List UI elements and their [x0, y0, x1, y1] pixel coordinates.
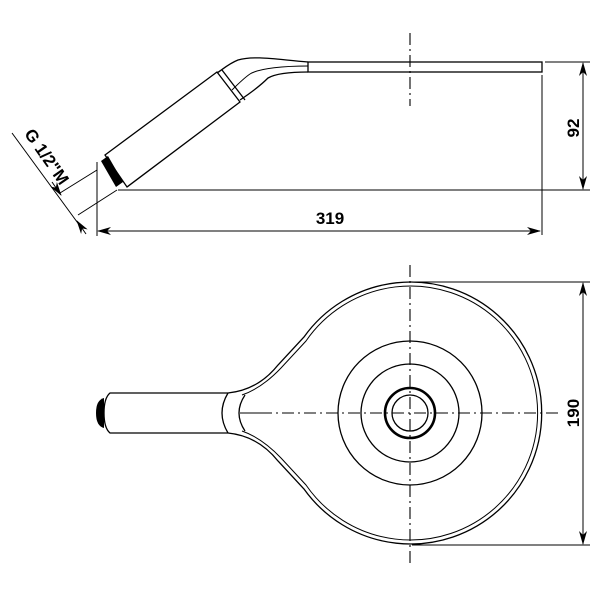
dimension-height: 92 [118, 61, 590, 191]
center-ring [383, 386, 437, 440]
neck-inner-curve [231, 65, 309, 91]
bottom-view [96, 265, 562, 565]
side-view [101, 33, 543, 188]
shower-head-plate-side [307, 61, 543, 73]
handle-side [104, 71, 241, 188]
thread-label: G 1/2"M [20, 125, 72, 188]
dimension-diameter: 190 [412, 281, 590, 546]
shower-inner-outline [241, 285, 539, 541]
height-label: 92 [564, 119, 583, 138]
dimension-thread: G 1/2"M [11, 125, 118, 235]
neck-joint-2 [238, 394, 246, 432]
length-label: 319 [316, 209, 344, 228]
neck-bottom-curve [239, 71, 309, 101]
thread-cap [96, 398, 104, 428]
dimension-length: 319 [96, 75, 543, 236]
shower-outline [103, 281, 543, 545]
neck-joint-1 [221, 392, 229, 434]
neck-top-curve [216, 57, 309, 74]
thread-connector [101, 156, 123, 187]
diameter-label: 190 [564, 399, 583, 427]
handle-collar [221, 69, 246, 101]
